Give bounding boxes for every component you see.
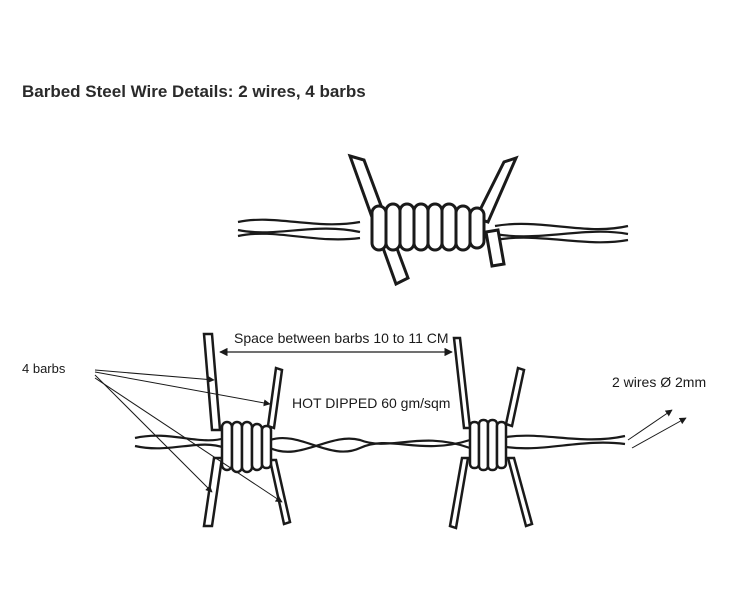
closeup-coil <box>370 202 486 252</box>
closeup-wire-strands <box>237 218 629 244</box>
barb-left-coil <box>220 420 273 474</box>
barb-left <box>202 332 292 528</box>
barb-right-coil <box>468 418 508 472</box>
annotations: 4 barbs Space between barbs 10 to 11 CM … <box>22 330 706 503</box>
wire-strands-twisted <box>134 434 626 453</box>
wires-label: 2 wires Ø 2mm <box>612 374 706 390</box>
barbs-leader-lines <box>94 369 283 503</box>
wire-strand <box>134 332 626 530</box>
diagram-title: Barbed Steel Wire Details: 2 wires, 4 ba… <box>22 82 366 101</box>
wires-leader-lines <box>627 409 687 449</box>
barb-right <box>448 336 534 530</box>
spacing-label: Space between barbs 10 to 11 CM <box>234 330 449 346</box>
coating-label: HOT DIPPED 60 gm/sqm <box>292 395 450 411</box>
barbs-label: 4 barbs <box>22 361 66 376</box>
closeup-barb <box>237 153 629 287</box>
